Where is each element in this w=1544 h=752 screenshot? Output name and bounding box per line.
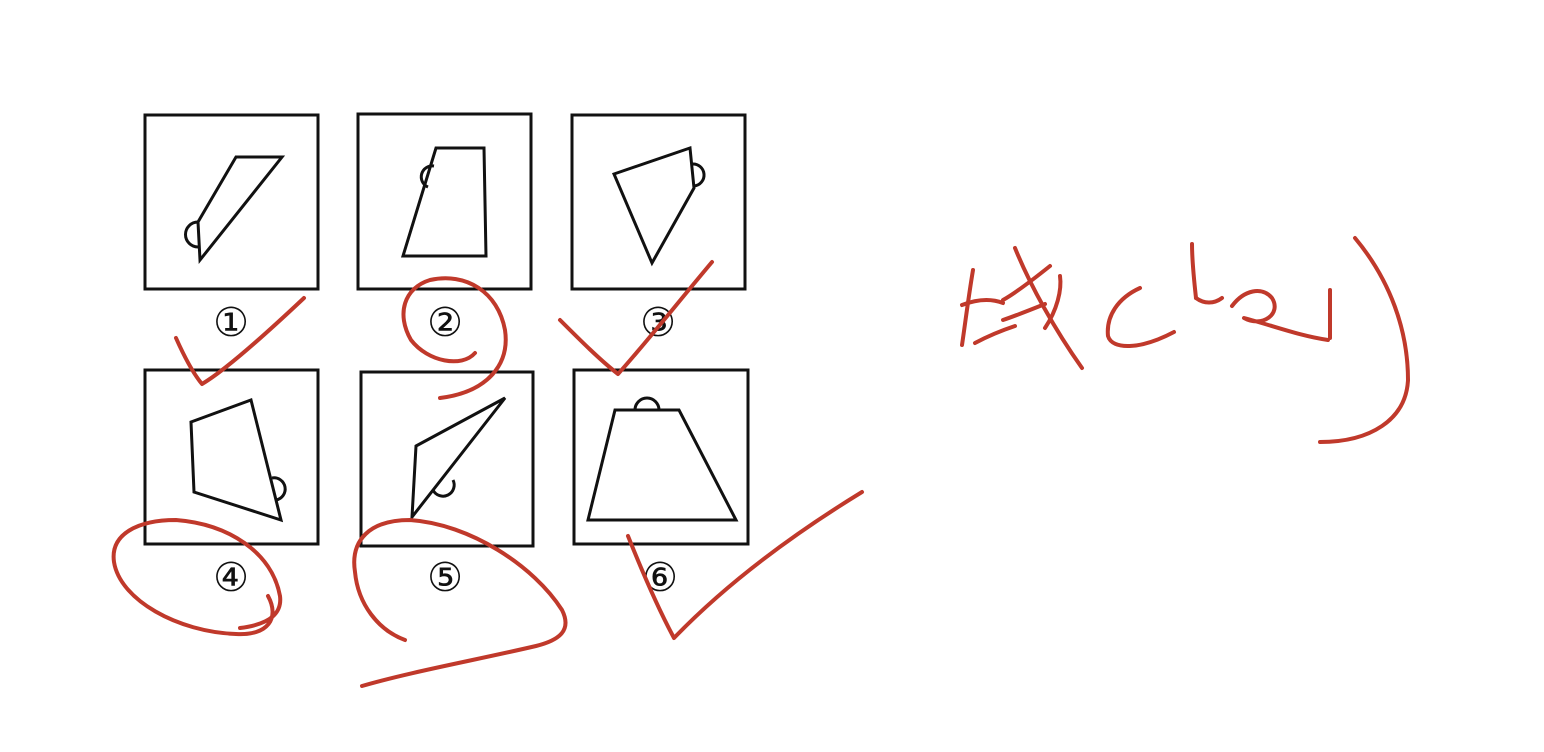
- checkmark-3: [558, 260, 714, 376]
- figure-3-semicircle: [691, 162, 706, 188]
- figure-1-parallelogram: [196, 155, 286, 265]
- figure-2-semicircle: [419, 164, 435, 189]
- figure-4: ④: [143, 368, 320, 601]
- red-annotations: [111, 236, 1410, 688]
- figure-1-frame: [143, 113, 320, 291]
- figure-6: ⑥: [572, 368, 750, 601]
- figure-5-quadrilateral: [410, 396, 507, 522]
- figure-5-label: ⑤: [427, 555, 463, 601]
- figure-1-semicircle: [184, 220, 199, 249]
- circle-5: [352, 518, 568, 688]
- figure-2-trapezoid: [400, 146, 488, 258]
- figure-4-frame: [143, 368, 320, 546]
- figure-2-label: ②: [427, 300, 463, 346]
- figure-4-label: ④: [213, 555, 249, 601]
- figure-1-label: ①: [213, 300, 249, 346]
- checkmark-6: [626, 490, 864, 640]
- circle-4: [111, 518, 283, 637]
- figure-2: ②: [356, 112, 533, 346]
- figure-3-quadrilateral: [611, 145, 696, 267]
- circle-2: [401, 276, 508, 400]
- figure-4-semicircle: [271, 476, 287, 502]
- figure-6-label: ⑥: [642, 555, 678, 601]
- handwritten-note: [960, 236, 1410, 444]
- figure-3: ③: [570, 113, 747, 346]
- figure-5: ⑤: [359, 370, 535, 601]
- figure-6-frame: [572, 368, 750, 546]
- figure-6-semicircle: [633, 396, 661, 411]
- checkmark-1: [174, 296, 306, 386]
- figure-3-frame: [570, 113, 747, 291]
- figure-4-quadrilateral: [189, 398, 284, 523]
- figure-2-frame: [356, 112, 533, 291]
- figure-1: ①: [143, 113, 320, 346]
- figure-5-semicircle: [431, 479, 456, 498]
